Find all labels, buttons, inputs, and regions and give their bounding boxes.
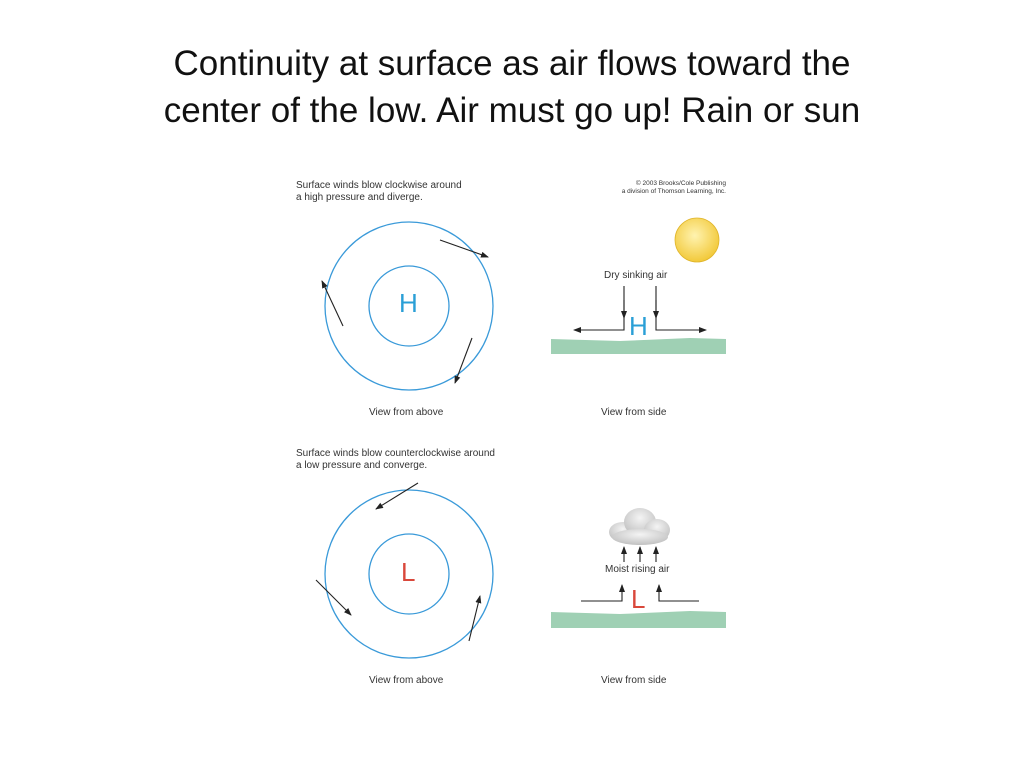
low-outer-isobar: [324, 489, 494, 659]
low-left-inflow-arrow: [581, 584, 625, 602]
high-side-center-letter: H: [629, 311, 648, 341]
high-wind-arrow-se: [454, 337, 473, 384]
low-center-letter: L: [401, 557, 416, 587]
high-side-view: [551, 217, 726, 354]
high-caption-line-2: a high pressure and diverge.: [296, 192, 423, 203]
low-side-center-letter: L: [631, 584, 646, 614]
copyright-notice: © 2003 Brooks/Cole Publishing a division…: [614, 180, 726, 196]
low-wind-arrow-se: [468, 595, 482, 642]
high-outer-isobar: [324, 221, 494, 391]
moist-rising-air-label: Moist rising air: [605, 564, 670, 575]
low-caption: Surface winds blow counterclockwise arou…: [296, 448, 495, 472]
high-right-flow-arrow: [655, 286, 707, 333]
slide-title: Continuity at surface as air flows towar…: [0, 40, 1024, 134]
high-inner-isobar: [368, 265, 450, 347]
high-side-view-label: View from side: [601, 407, 667, 418]
cloud-icon: [609, 508, 670, 545]
low-right-inflow-arrow: [656, 584, 699, 602]
low-top-view: [315, 482, 494, 659]
low-side-view-label: View from side: [601, 675, 667, 686]
low-inner-isobar: [368, 533, 450, 615]
title-line-1: Continuity at surface as air flows towar…: [173, 44, 851, 83]
low-wind-arrow-w: [315, 579, 352, 616]
title-line-2: center of the low. Air must go up! Rain …: [163, 91, 861, 130]
high-wind-arrow-ne: [439, 239, 489, 258]
low-caption-line-1: Surface winds blow counterclockwise arou…: [296, 448, 495, 459]
low-top-view-label: View from above: [369, 675, 444, 686]
dry-sinking-air-label: Dry sinking air: [604, 270, 668, 281]
high-wind-arrow-w: [321, 280, 344, 327]
sun-icon: [674, 217, 720, 263]
low-wind-arrow-n: [375, 482, 419, 510]
high-caption: Surface winds blow clockwise around a hi…: [296, 180, 462, 204]
high-center-letter: H: [399, 288, 418, 318]
high-top-view: [321, 221, 494, 391]
low-ground: [551, 611, 726, 628]
high-top-view-label: View from above: [369, 407, 444, 418]
high-left-flow-arrow: [573, 286, 625, 333]
high-caption-line-1: Surface winds blow clockwise around: [296, 180, 462, 191]
low-side-view: [551, 508, 726, 628]
copyright-line-1: © 2003 Brooks/Cole Publishing: [635, 180, 726, 187]
high-ground: [551, 338, 726, 354]
copyright-line-2: a division of Thomson Learning, Inc.: [621, 188, 726, 195]
low-caption-line-2: a low pressure and converge.: [296, 460, 428, 471]
